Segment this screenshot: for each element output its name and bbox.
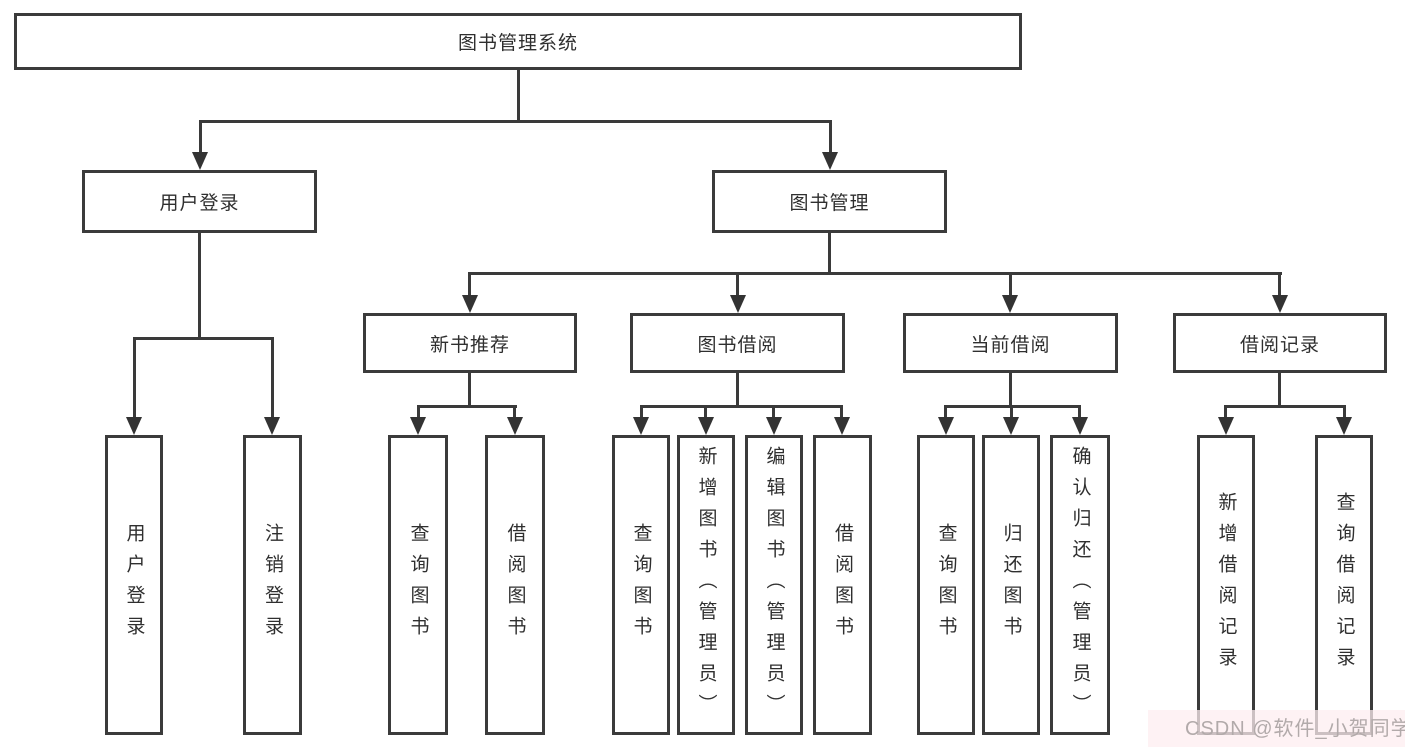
arrowhead-icon xyxy=(1003,417,1019,435)
connector-vline xyxy=(704,405,707,417)
connector-vline xyxy=(468,373,471,407)
node-current-borrowing: 当前借阅 xyxy=(903,313,1118,373)
connector-vline xyxy=(517,70,520,122)
arrowhead-icon xyxy=(1336,417,1352,435)
connector-vline xyxy=(1078,405,1081,417)
connector-vline xyxy=(1224,405,1227,417)
connector-vline xyxy=(944,405,947,417)
leaf-borrow-books-recommend: 借阅图书 xyxy=(485,435,545,735)
arrowhead-icon xyxy=(698,417,714,435)
arrowhead-icon xyxy=(1218,417,1234,435)
connector-vline xyxy=(736,373,739,407)
leaf-user-login: 用户登录 xyxy=(105,435,163,735)
leaf-query-books-recommend-label: 查询图书 xyxy=(407,523,429,647)
connector-vline xyxy=(640,405,643,417)
connector-vline xyxy=(829,120,832,153)
connector-vline xyxy=(828,233,831,275)
connector-vline xyxy=(772,405,775,417)
leaf-return-books-label: 归还图书 xyxy=(1000,523,1022,647)
node-new-book-recommend-label: 新书推荐 xyxy=(429,334,510,356)
leaf-query-books-borrowing-label: 查询图书 xyxy=(630,523,652,647)
connector-hline xyxy=(1225,405,1345,408)
leaf-return-books: 归还图书 xyxy=(982,435,1040,735)
arrowhead-icon xyxy=(766,417,782,435)
leaf-add-borrow-record-label: 新增借阅记录 xyxy=(1215,492,1237,678)
connector-hline xyxy=(199,120,832,123)
connector-vline xyxy=(199,120,202,153)
connector-vline xyxy=(1343,405,1346,417)
node-borrow-records: 借阅记录 xyxy=(1173,313,1387,373)
connector-hline xyxy=(945,405,1081,408)
leaf-query-books-current-label: 查询图书 xyxy=(935,523,957,647)
node-borrow-records-label: 借阅记录 xyxy=(1239,334,1320,356)
leaf-logout-label: 注销登录 xyxy=(262,523,283,647)
leaf-query-books-borrowing: 查询图书 xyxy=(612,435,670,735)
leaf-borrow-books-label: 借阅图书 xyxy=(832,523,853,647)
arrowhead-icon xyxy=(1002,295,1018,313)
node-user-login: 用户登录 xyxy=(82,170,317,233)
arrowhead-icon xyxy=(264,417,280,435)
leaf-edit-book-admin-label: 编辑图书（管理员） xyxy=(763,445,785,725)
arrowhead-icon xyxy=(507,417,523,435)
connector-hline xyxy=(468,272,1282,275)
node-book-borrowing: 图书借阅 xyxy=(630,313,845,373)
arrowhead-icon xyxy=(822,152,838,170)
node-book-management: 图书管理 xyxy=(712,170,947,233)
connector-vline xyxy=(1278,272,1281,295)
connector-hline xyxy=(417,405,517,408)
leaf-logout: 注销登录 xyxy=(243,435,302,735)
leaf-query-books-recommend: 查询图书 xyxy=(388,435,448,735)
node-book-borrowing-label: 图书借阅 xyxy=(697,334,778,356)
connector-hline xyxy=(640,405,843,408)
arrowhead-icon xyxy=(462,295,478,313)
arrowhead-icon xyxy=(834,417,850,435)
arrowhead-icon xyxy=(126,417,142,435)
node-current-borrowing-label: 当前借阅 xyxy=(970,334,1051,356)
connector-vline xyxy=(271,337,274,417)
node-root: 图书管理系统 xyxy=(14,13,1022,70)
arrowhead-icon xyxy=(633,417,649,435)
arrowhead-icon xyxy=(1072,417,1088,435)
node-book-management-label: 图书管理 xyxy=(789,193,870,214)
node-new-book-recommend: 新书推荐 xyxy=(363,313,577,373)
arrowhead-icon xyxy=(410,417,426,435)
leaf-borrow-books: 借阅图书 xyxy=(813,435,872,735)
leaf-query-borrow-record: 查询借阅记录 xyxy=(1315,435,1373,735)
leaf-query-borrow-record-label: 查询借阅记录 xyxy=(1333,492,1355,678)
leaf-user-login-label: 用户登录 xyxy=(123,523,145,647)
arrowhead-icon xyxy=(938,417,954,435)
leaf-add-book-admin-label: 新增图书（管理员） xyxy=(695,445,717,725)
connector-vline xyxy=(513,405,516,417)
arrowhead-icon xyxy=(730,295,746,313)
connector-vline xyxy=(133,337,136,417)
connector-hline xyxy=(133,337,274,340)
leaf-add-book-admin: 新增图书（管理员） xyxy=(677,435,735,735)
connector-vline xyxy=(1009,373,1012,407)
leaf-edit-book-admin: 编辑图书（管理员） xyxy=(745,435,803,735)
leaf-add-borrow-record: 新增借阅记录 xyxy=(1197,435,1255,735)
leaf-borrow-books-recommend-label: 借阅图书 xyxy=(504,523,526,647)
leaf-query-books-current: 查询图书 xyxy=(917,435,975,735)
leaf-confirm-return-admin-label: 确认归还（管理员） xyxy=(1069,445,1091,725)
arrowhead-icon xyxy=(192,152,208,170)
node-user-login-label: 用户登录 xyxy=(159,193,240,214)
connector-vline xyxy=(1278,373,1281,407)
connector-vline xyxy=(1009,272,1012,295)
connector-vline xyxy=(1010,405,1013,417)
node-root-label: 图书管理系统 xyxy=(457,33,578,54)
connector-vline xyxy=(468,272,471,295)
connector-vline xyxy=(198,233,201,340)
connector-vline xyxy=(417,405,420,417)
connector-vline xyxy=(840,405,843,417)
arrowhead-icon xyxy=(1272,295,1288,313)
connector-vline xyxy=(736,272,739,295)
leaf-confirm-return-admin: 确认归还（管理员） xyxy=(1050,435,1110,735)
